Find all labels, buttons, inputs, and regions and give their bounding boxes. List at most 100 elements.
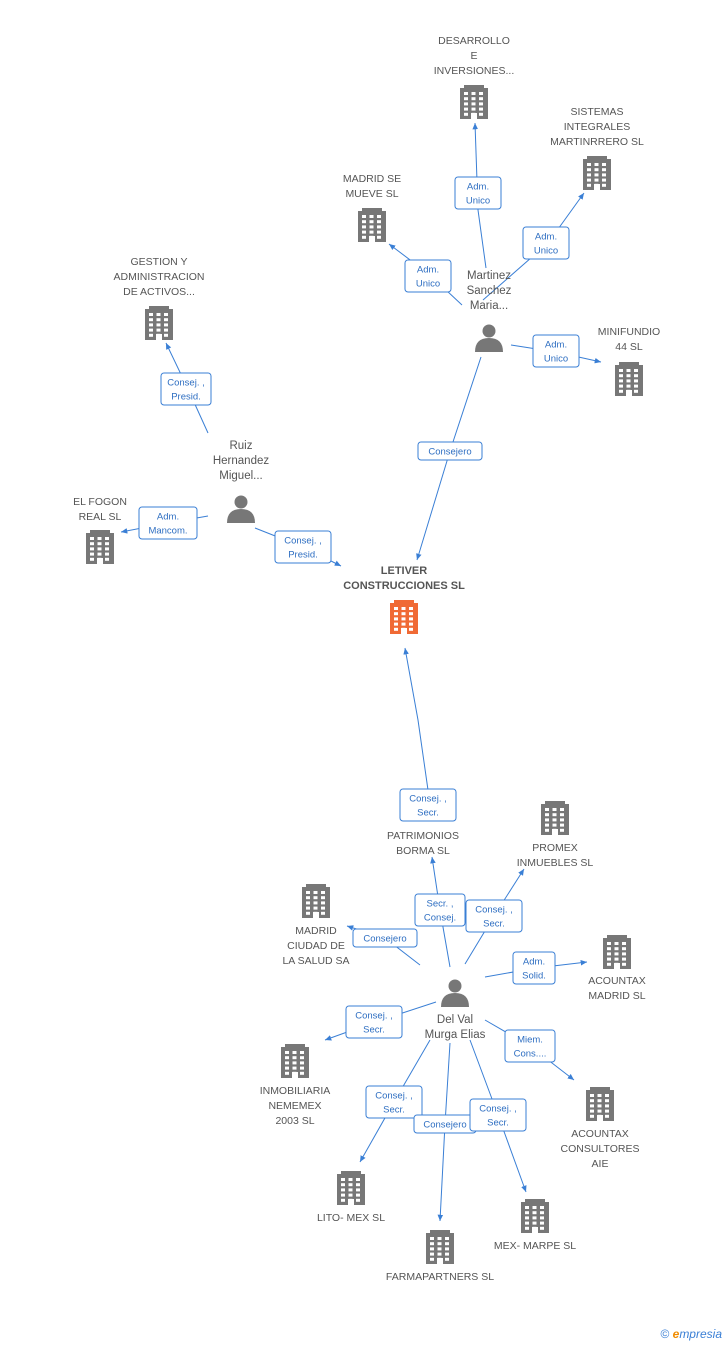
person-node-martinez[interactable]: MartinezSanchezMaria... xyxy=(467,270,512,352)
company-desarrollo-label-line: DESARROLLO xyxy=(438,35,510,47)
role-tag-box[interactable] xyxy=(399,788,457,822)
role-tag-delval-madridciudad[interactable]: Consejero xyxy=(352,928,418,948)
company-node-mexmarpe[interactable]: MEX- MARPE SL xyxy=(494,1199,576,1252)
role-tag-box[interactable] xyxy=(522,226,570,260)
role-tag-box[interactable] xyxy=(160,372,212,406)
role-tag-text: Adm. xyxy=(545,340,567,351)
role-tag-box[interactable] xyxy=(512,951,556,985)
company-desarrollo-label-line: INVERSIONES... xyxy=(434,65,515,77)
role-tag-martinez-sistemas[interactable]: Adm.Unico xyxy=(522,226,570,260)
role-tag-box[interactable] xyxy=(469,1098,527,1132)
building-icon xyxy=(583,156,611,190)
role-tag-delval-acountaxcons[interactable]: Miem.Cons.... xyxy=(504,1029,556,1063)
building-icon xyxy=(390,600,418,634)
role-tag-ruiz-center[interactable]: Consej. , Presid. xyxy=(274,530,332,564)
role-tag-delval-mexmarpe[interactable]: Consej. ,Secr. xyxy=(469,1098,527,1132)
empresia-watermark[interactable]: © empresia xyxy=(660,1327,722,1341)
building-icon xyxy=(460,85,488,119)
person-ruiz-label-line: Hernandez xyxy=(213,455,270,467)
role-tag-box[interactable] xyxy=(465,899,523,933)
role-tag-text: Consej. , xyxy=(475,905,513,916)
role-tag-text: Consejero xyxy=(428,447,471,458)
company-node-farmapartners[interactable]: FARMAPARTNERS SL xyxy=(386,1230,494,1283)
role-tag-box[interactable] xyxy=(504,1029,556,1063)
role-tag-ruiz-elfogon[interactable]: Adm.Mancom. xyxy=(138,506,198,540)
role-tag-box[interactable] xyxy=(404,259,452,293)
role-tag-text: Consej. , xyxy=(355,1011,393,1022)
company-node-litomex[interactable]: LITO- MEX SL xyxy=(317,1171,385,1224)
role-tag-box[interactable] xyxy=(345,1005,403,1039)
company-madridse-label-line: MUEVE SL xyxy=(345,188,398,200)
role-tag-box[interactable] xyxy=(352,928,418,948)
person-martinez-label-line: Sanchez xyxy=(467,285,512,297)
role-tag-delval-promex[interactable]: Consej. , Secr. xyxy=(465,899,523,933)
role-tag-box[interactable] xyxy=(417,441,483,461)
role-tag-text: Secr. xyxy=(483,919,505,930)
role-tag-delval-inmobiliaria[interactable]: Consej. ,Secr. xyxy=(345,1005,403,1039)
role-tag-box[interactable] xyxy=(274,530,332,564)
company-inmobiliaria-label-line: NEMEMEX xyxy=(268,1100,321,1112)
company-gestion-label-line: ADMINISTRACION xyxy=(113,271,204,283)
company-acountaxmadrid-label-line: ACOUNTAX xyxy=(588,975,646,987)
role-tag-text: Adm. xyxy=(417,265,439,276)
building-icon xyxy=(541,801,569,835)
company-desarrollo-label-line: E xyxy=(470,50,477,62)
role-tag-ruiz-gestion[interactable]: Consej. ,Presid. xyxy=(160,372,212,406)
building-icon xyxy=(337,1171,365,1205)
role-tag-delval-farmapartners[interactable]: Consejero xyxy=(413,1114,477,1134)
company-node-desarrollo[interactable]: DESARROLLO E INVERSIONES... xyxy=(434,35,515,119)
center-label-line: LETIVER xyxy=(381,565,428,577)
role-tag-delval-patrimonios[interactable]: Secr. ,Consej. xyxy=(414,893,466,927)
role-tag-martinez-desarrollo[interactable]: Adm.Unico xyxy=(454,176,502,210)
role-tag-text: Solid. xyxy=(522,971,546,982)
company-madridciudad-label-line: MADRID xyxy=(295,925,337,937)
role-tag-martinez-minifundio[interactable]: Adm. Unico xyxy=(532,334,580,368)
role-tag-delval-acountaxmadrid[interactable]: Adm. Solid. xyxy=(512,951,556,985)
role-tag-box[interactable] xyxy=(414,893,466,927)
person-delval-label-line: Del Val xyxy=(437,1014,473,1026)
person-node-ruiz[interactable]: RuizHernandezMiguel... xyxy=(213,440,270,523)
role-tag-text: Unico xyxy=(544,354,568,365)
company-node-center[interactable]: LETIVER CONSTRUCCIONES SL xyxy=(343,565,465,634)
company-sistemas-label-line: SISTEMAS xyxy=(570,106,623,118)
role-tag-box[interactable] xyxy=(454,176,502,210)
role-tag-box[interactable] xyxy=(365,1085,423,1119)
role-tag-text: Presid. xyxy=(288,550,318,561)
role-tag-martinez-madridse[interactable]: Adm.Unico xyxy=(404,259,452,293)
company-acountaxcons-label-line: CONSULTORES xyxy=(561,1143,640,1155)
building-icon xyxy=(586,1087,614,1121)
role-tag-text: Cons.... xyxy=(514,1049,547,1060)
company-gestion-label-line: GESTION Y xyxy=(131,256,188,268)
role-tag-delval-litomex[interactable]: Consej. ,Secr. xyxy=(365,1085,423,1119)
role-tag-text: Secr. xyxy=(383,1105,405,1116)
center-label-line: CONSTRUCCIONES SL xyxy=(343,580,465,592)
role-tag-delval-center[interactable]: Consej. ,Secr. xyxy=(399,788,457,822)
edge-delval-center xyxy=(403,647,429,791)
role-tag-text: Secr. , xyxy=(427,899,454,910)
person-ruiz-label-line: Ruiz xyxy=(229,440,252,452)
role-tag-box[interactable] xyxy=(532,334,580,368)
role-tag-text: Adm. xyxy=(467,182,489,193)
building-icon xyxy=(615,362,643,396)
building-icon xyxy=(426,1230,454,1264)
role-tag-text: Adm. xyxy=(523,957,545,968)
role-tag-text: Consej. , xyxy=(284,536,322,547)
company-madridciudad-label-line: CIUDAD DE xyxy=(287,940,345,952)
company-promex-label-line: PROMEX xyxy=(532,842,578,854)
edge-martinez-desarrollo xyxy=(472,122,487,269)
role-tag-martinez-center[interactable]: Consejero xyxy=(417,441,483,461)
role-tag-box[interactable] xyxy=(138,506,198,540)
